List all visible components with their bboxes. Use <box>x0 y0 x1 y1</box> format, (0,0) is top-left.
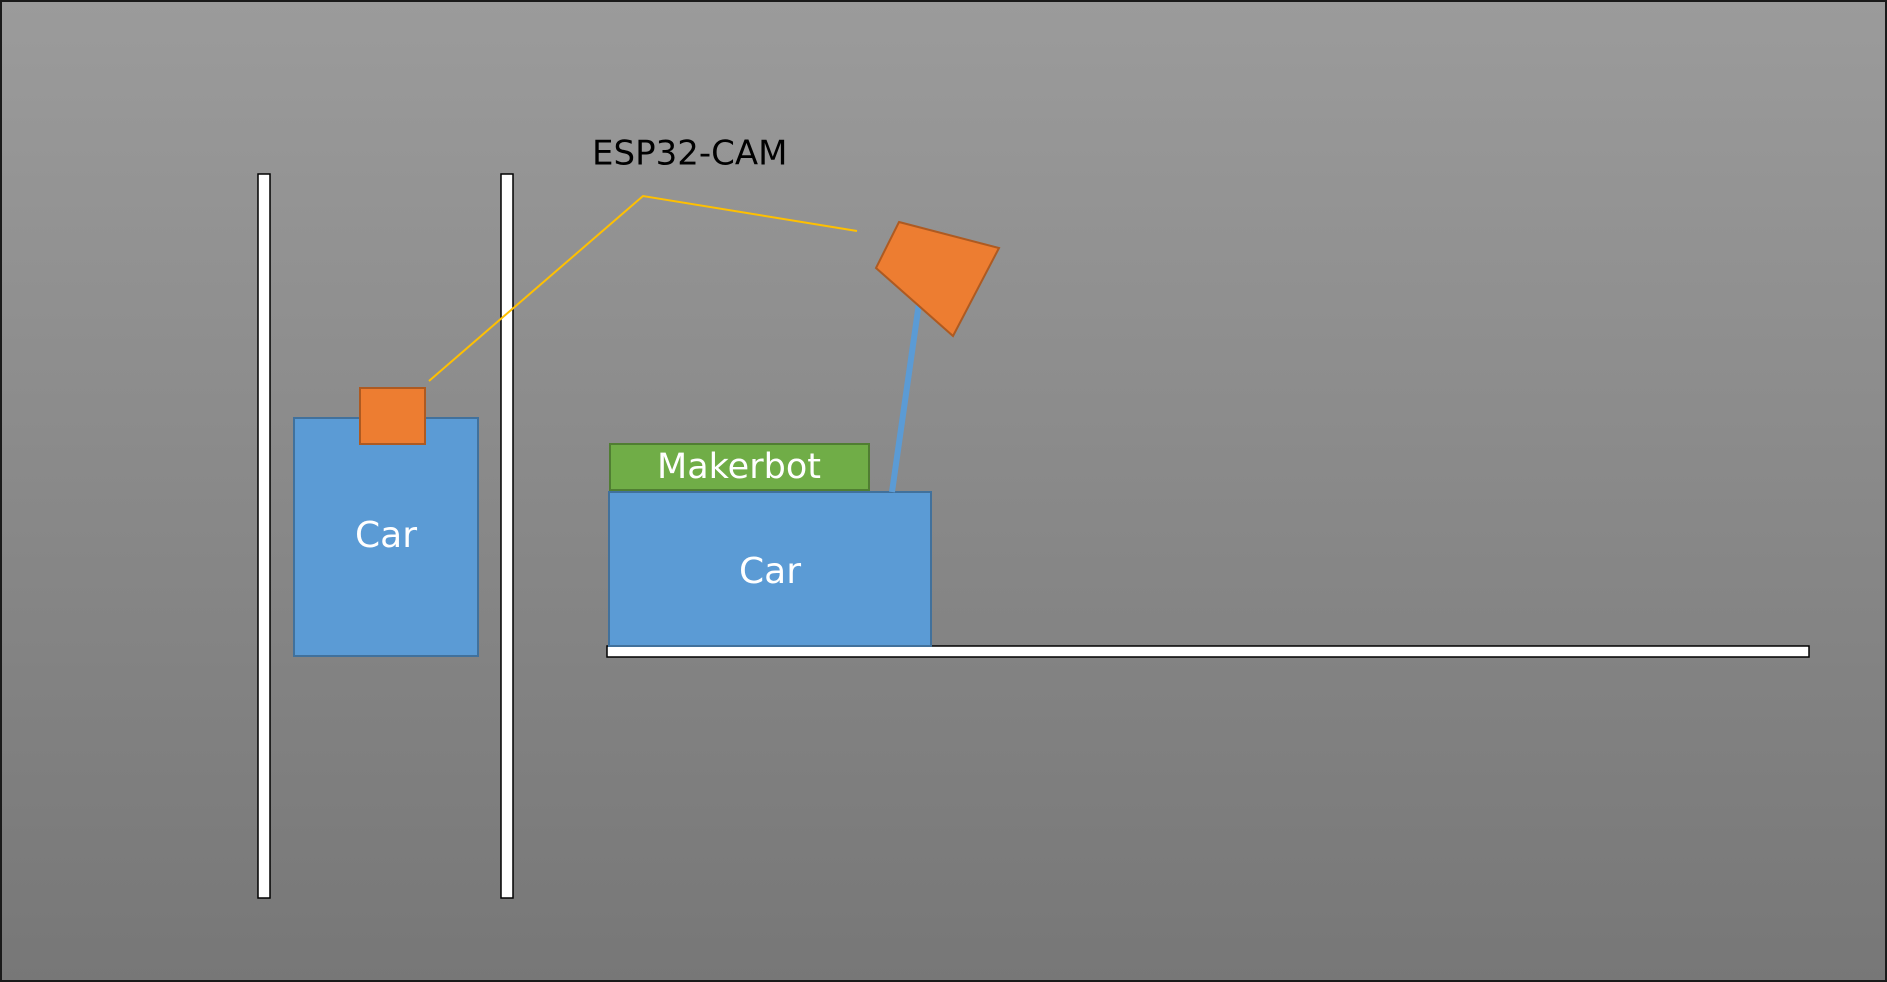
floor-rail <box>606 645 1810 658</box>
right-car <box>608 491 932 647</box>
right-car-label: Car <box>739 551 801 592</box>
left-car-label: Car <box>355 515 417 556</box>
left-rail-inner <box>500 173 514 899</box>
camera-mount-pole <box>889 302 922 493</box>
left-camera <box>359 387 426 445</box>
left-rail-outer <box>257 173 271 899</box>
left-car <box>293 417 479 657</box>
camera-label: ESP32-CAM <box>592 134 787 174</box>
right-camera <box>874 220 1001 338</box>
makerbot-block <box>609 443 870 491</box>
camera-leader-line <box>428 194 858 382</box>
makerbot-label: Makerbot <box>657 447 821 487</box>
